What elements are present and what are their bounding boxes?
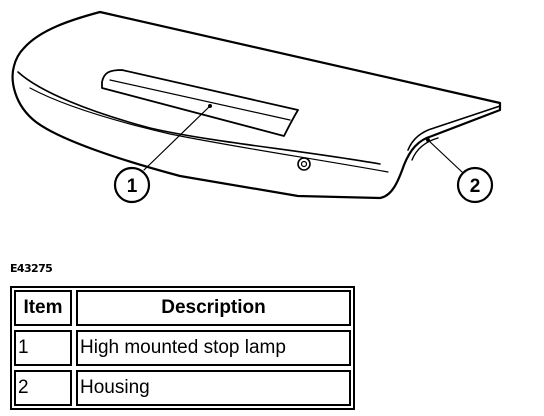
callout-1-leader [143, 105, 211, 171]
fastener-icon [297, 157, 311, 171]
stop-lamp-body [101, 69, 299, 137]
stop-lamp-lens-line [109, 79, 291, 121]
callout-2-circle [456, 166, 494, 204]
callout-1-anchor [208, 104, 212, 108]
callout-1-label: 1 [127, 176, 138, 197]
header-item: Item [14, 290, 72, 326]
row-2-item: 2 [14, 370, 72, 406]
housing-edge [17, 71, 381, 165]
callout-1-circle [113, 166, 151, 204]
fastener-center-icon [300, 160, 308, 168]
callout-2-anchor [426, 138, 430, 142]
table-row: 1 High mounted stop lamp [14, 330, 351, 366]
housing-outline [11, 10, 502, 200]
table-header-row: Item Description [14, 290, 351, 326]
callout-2-label: 2 [470, 176, 481, 197]
table-row: 2 Housing [14, 370, 351, 406]
housing-inner-edge [29, 87, 389, 173]
legend-table: Item Description 1 High mounted stop lam… [10, 286, 355, 410]
housing-flange [407, 105, 501, 151]
stop-lamp-diagram: 1 2 [11, 10, 502, 204]
figure-reference-code: E43275 [10, 262, 53, 275]
row-2-description: Housing [76, 370, 351, 406]
housing-flange-lower [411, 137, 439, 161]
row-1-description: High mounted stop lamp [76, 330, 351, 366]
header-description: Description [76, 290, 351, 326]
callout-2-leader [427, 139, 463, 173]
row-1-item: 1 [14, 330, 72, 366]
